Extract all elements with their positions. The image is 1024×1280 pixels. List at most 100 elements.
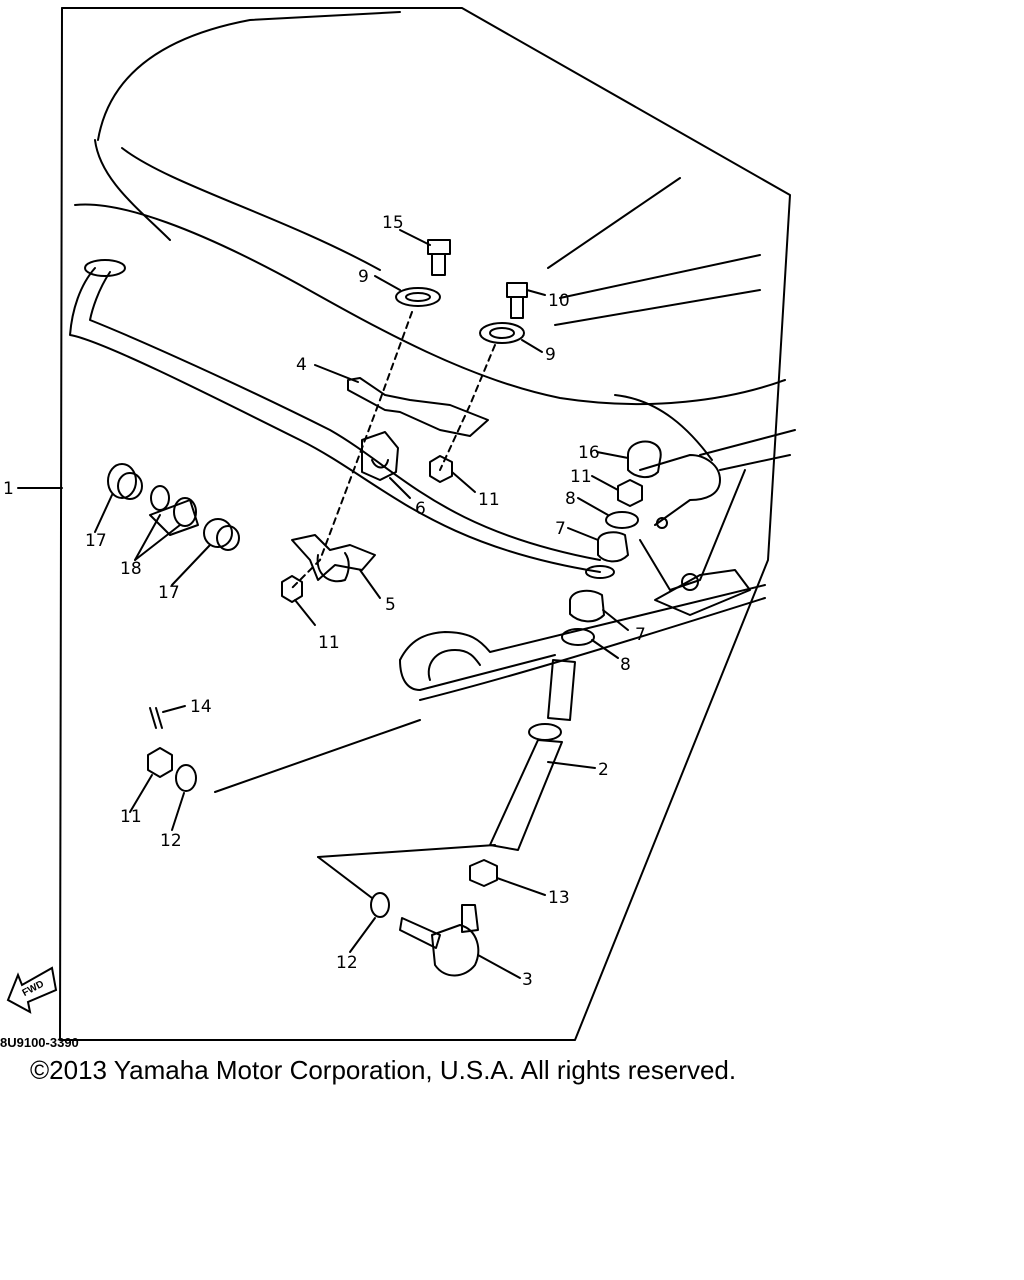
copyright-notice: ©2013 Yamaha Motor Corporation, U.S.A. A… xyxy=(30,1055,737,1085)
bushing-17-right-face xyxy=(216,525,240,551)
callout-18: 18 xyxy=(120,559,142,579)
spring-washer xyxy=(585,565,615,579)
hood-curve xyxy=(74,203,786,406)
callout-5: 5 xyxy=(385,595,396,615)
callout-16: 16 xyxy=(578,443,600,463)
nut-11-bottom-left xyxy=(147,747,173,778)
hood-accent-2 xyxy=(559,254,761,299)
nut-11-lower-left xyxy=(281,575,303,603)
bushing-7-lower xyxy=(569,589,605,623)
bracket-4-part xyxy=(347,377,489,437)
stabilizer-bar-end xyxy=(84,259,126,277)
washer-12-left xyxy=(175,764,197,792)
bushing-17-left-part xyxy=(107,463,137,499)
clamp-5-part xyxy=(291,534,376,581)
leader-12a xyxy=(171,792,185,831)
leader-9a xyxy=(374,275,401,291)
nut-11-upper xyxy=(429,455,453,483)
leader-4 xyxy=(314,364,359,383)
clamp-18-a-part xyxy=(150,485,170,511)
bolt-15-shank xyxy=(431,253,446,276)
callout-1: 1 xyxy=(3,479,14,499)
figure-code: 8U9100-3390 xyxy=(0,1035,79,1050)
rod-2-threaded xyxy=(547,659,576,721)
ski-tip-outer xyxy=(399,654,556,691)
leader-11a xyxy=(451,471,476,493)
callout-11-bottom-left: 11 xyxy=(120,807,142,827)
ski-saddle xyxy=(654,569,751,616)
fwd-arrow-icon: FWD xyxy=(6,966,58,1014)
arm-pivot xyxy=(656,517,668,529)
callout-14: 14 xyxy=(190,697,212,717)
leader-7a xyxy=(567,527,599,541)
leader-6 xyxy=(389,477,411,499)
washer-9-left-part xyxy=(395,287,441,307)
assembly-line-lower xyxy=(317,844,496,858)
assembly-axis-right xyxy=(439,344,496,471)
bushing-6-part xyxy=(361,431,399,481)
side-panel-line xyxy=(614,394,713,461)
assembly-frame xyxy=(59,7,791,1041)
washer-9-right-hole xyxy=(489,327,515,339)
spindle-arm-lower xyxy=(639,469,746,591)
leader-18b xyxy=(134,524,181,561)
bushing-17-left-face xyxy=(117,472,143,500)
callout-4: 4 xyxy=(296,355,307,375)
leader-10 xyxy=(526,289,546,296)
leader-11c xyxy=(591,475,619,491)
washer-8-lower xyxy=(561,628,595,646)
callout-11-upper: 11 xyxy=(478,490,500,510)
bolt-10-shank xyxy=(510,296,524,319)
callout-9-right: 9 xyxy=(545,345,556,365)
cotter-pin-14 xyxy=(149,707,163,729)
frame-left-edge xyxy=(59,7,63,1041)
leader-16 xyxy=(596,451,629,459)
callout-8-upper: 8 xyxy=(565,489,576,509)
leader-5 xyxy=(359,569,381,599)
callout-labels: 1 2 3 4 5 6 7 7 8 8 9 9 10 11 11 11 11 1… xyxy=(3,213,646,990)
side-panel-line-2 xyxy=(699,429,796,456)
assembly-line-ski xyxy=(214,719,421,793)
bolt-15-head xyxy=(427,239,451,255)
leader-11b xyxy=(294,599,316,626)
callout-12-left: 12 xyxy=(160,831,182,851)
leader-7b xyxy=(602,609,629,631)
leader-14 xyxy=(162,705,186,713)
stabilizer-bar xyxy=(69,267,601,573)
leader-8a xyxy=(577,497,609,516)
bolt-10-head xyxy=(506,282,528,298)
ski-tip-inner xyxy=(427,649,481,681)
nut-11-right-stack xyxy=(617,479,643,507)
assembly-line-washer xyxy=(317,856,373,899)
washer-12-lower xyxy=(370,892,390,918)
side-panel-line-3 xyxy=(719,454,791,471)
leader-17b xyxy=(171,544,211,586)
leader-9b xyxy=(521,339,543,353)
leader-2 xyxy=(547,761,596,769)
spindle-arm xyxy=(639,454,721,526)
nut-13-part xyxy=(469,859,498,887)
callout-9-left: 9 xyxy=(358,267,369,287)
callout-7-upper: 7 xyxy=(555,519,566,539)
leader-3 xyxy=(477,954,521,979)
leader-18a xyxy=(134,514,161,561)
callout-15: 15 xyxy=(382,213,404,233)
ball-joint-3-pin xyxy=(399,917,441,949)
clamp-5-loop xyxy=(316,552,350,583)
callout-11-lower-left: 11 xyxy=(318,633,340,653)
clamp-18-b-part xyxy=(173,497,197,527)
callout-12-lower: 12 xyxy=(336,953,358,973)
assembly-axis-left xyxy=(289,311,413,591)
washer-8-upper xyxy=(605,511,639,529)
ski-bottom-edge xyxy=(419,597,766,701)
bushing-6-slot xyxy=(371,459,389,469)
leader-13 xyxy=(496,877,546,896)
exploded-parts-diagram: FWD 1 2 3 4 5 6 7 7 8 8 9 9 10 11 11 11 … xyxy=(3,7,796,1041)
rod-2-body xyxy=(489,739,563,851)
hood-left-arc xyxy=(94,139,171,241)
ball-joint-3-part xyxy=(431,924,480,977)
hood-outline xyxy=(97,11,401,141)
callout-17-right: 17 xyxy=(158,583,180,603)
leader-11d xyxy=(129,774,153,813)
clamp-18-bracket xyxy=(149,499,199,536)
